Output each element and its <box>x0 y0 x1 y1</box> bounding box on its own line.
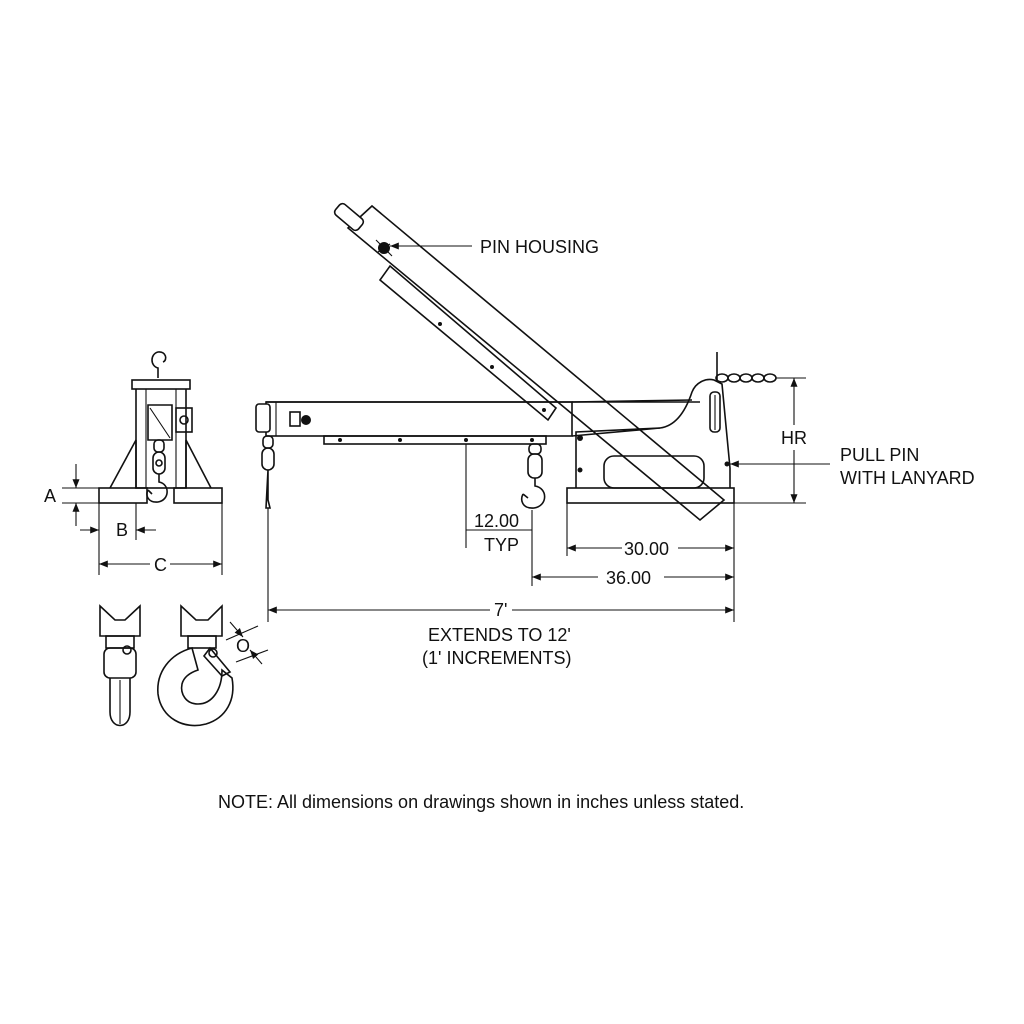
front-gusset-right <box>185 439 212 489</box>
side-view <box>255 202 777 522</box>
front-gusset-left <box>109 439 137 489</box>
hook-rail <box>323 435 547 445</box>
extends-label-line2: (1' INCREMENTS) <box>422 648 571 668</box>
hook-front-icon <box>109 678 131 727</box>
fork-pocket <box>603 455 705 489</box>
end-hook-icon <box>261 435 275 509</box>
dim-c-label: C <box>154 555 167 575</box>
dimensions-note: NOTE: All dimensions on drawings shown i… <box>218 792 744 812</box>
front-foot-left <box>98 487 148 504</box>
dim-12-label: 12.00 <box>474 511 519 531</box>
dim-typ-label: TYP <box>484 535 519 555</box>
pin-housing-label: PIN HOUSING <box>480 237 599 257</box>
base-plate <box>566 487 735 504</box>
front-top-hook-icon <box>151 351 167 378</box>
pull-pin-label-line1: PULL PIN <box>840 445 919 465</box>
mast-body <box>575 378 731 488</box>
chain-icon <box>715 352 777 383</box>
hook-detail-side: O <box>157 604 269 727</box>
tilted-boom <box>333 202 726 522</box>
pull-pin-label-line2: WITH LANYARD <box>840 468 975 488</box>
dim-o-label: O <box>236 636 250 656</box>
sliding-hook-icon <box>520 443 546 509</box>
dim-30-label: 30.00 <box>624 539 669 559</box>
hook-detail-front <box>99 604 141 727</box>
extends-label-line1: EXTENDS TO 12' <box>428 625 571 645</box>
front-foot-right <box>173 487 223 504</box>
dim-hr-label: HR <box>781 428 807 448</box>
dim-b-label: B <box>116 520 128 540</box>
dim-a-label: A <box>44 486 56 506</box>
dim-36-label: 36.00 <box>606 568 651 588</box>
pull-pin-icon <box>709 391 721 433</box>
front-lower-hook-icon <box>146 474 168 503</box>
front-side-plate <box>175 407 193 433</box>
horizontal-boom <box>265 401 573 437</box>
hook-side-icon <box>157 647 234 727</box>
front-view: A B C <box>44 351 223 575</box>
dim-7ft-label: 7' <box>494 600 507 620</box>
